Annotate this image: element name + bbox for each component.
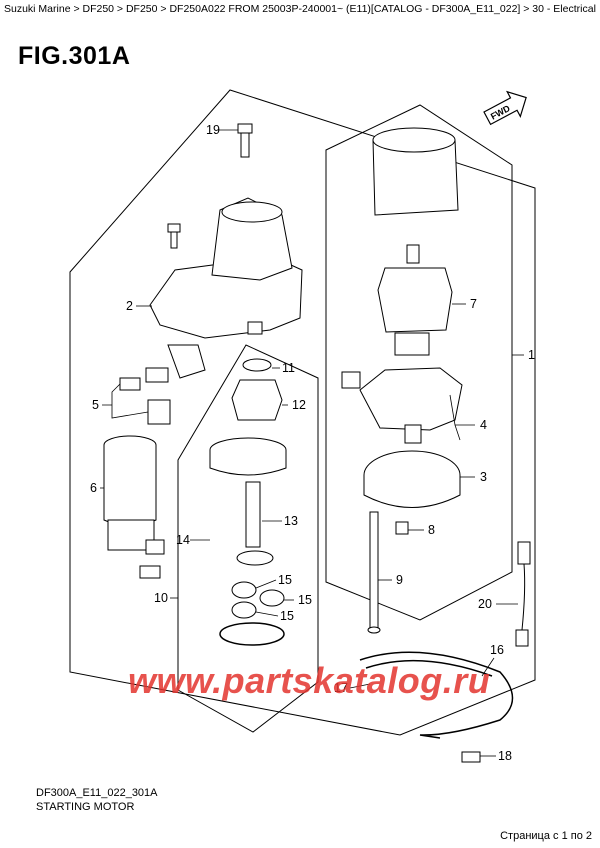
gears-15-drawing [231, 581, 285, 619]
bolt-18-drawing [461, 751, 481, 763]
callout-7: 7 [470, 297, 477, 311]
callout-15-mid: 15 [298, 593, 312, 607]
callout-9: 9 [396, 573, 403, 587]
bolt-19-drawing [237, 123, 253, 158]
lead-wire-20-drawing [515, 541, 531, 647]
end-cover-3-drawing [363, 450, 461, 508]
assembly-frame [69, 89, 536, 736]
callout-1: 1 [528, 348, 535, 362]
brush-holder-4-drawing [341, 367, 463, 444]
callout-14: 14 [176, 533, 190, 547]
callout-18: 18 [498, 749, 512, 763]
solenoid-6-drawing [103, 435, 165, 579]
callout-11: 11 [282, 361, 295, 375]
bolt-small-drawing [167, 223, 181, 249]
breadcrumb: Suzuki Marine > DF250 > DF250 > DF250A02… [4, 3, 596, 15]
callout-20: 20 [478, 597, 492, 611]
lever-5-drawing [119, 344, 206, 425]
leader-lines [100, 129, 524, 757]
watermark-text: www.partskatalog.ru [128, 660, 491, 701]
callout-17: 17 [334, 681, 348, 695]
figure-title: FIG.301A [18, 42, 131, 70]
callout-19: 19 [206, 123, 220, 137]
figure-caption: STARTING MOTOR [36, 801, 135, 813]
ring-10-drawing [219, 622, 285, 646]
armature-7-drawing [372, 127, 459, 356]
shaft-13-drawing [236, 481, 274, 566]
callout-15-top: 15 [278, 573, 292, 587]
screw-8-drawing [395, 521, 409, 535]
callout-2: 2 [126, 299, 133, 313]
callout-16: 16 [490, 643, 504, 657]
pinion-12-drawing [209, 358, 287, 476]
callout-5: 5 [92, 398, 99, 412]
page-indicator: Страница с 1 по 2 [500, 830, 592, 842]
callout-10: 10 [154, 591, 168, 605]
callout-3: 3 [480, 470, 487, 484]
figure-code: DF300A_E11_022_301A [36, 787, 158, 799]
housing-2-drawing [149, 197, 303, 339]
fwd-arrow-icon: FWD [483, 90, 527, 126]
callout-13: 13 [284, 514, 298, 528]
callout-4: 4 [480, 418, 487, 432]
band-clamp-17-drawing [359, 651, 514, 739]
callout-12: 12 [292, 398, 306, 412]
callout-8: 8 [428, 523, 435, 537]
callout-6: 6 [90, 481, 97, 495]
callout-15-low: 15 [280, 609, 294, 623]
through-bolt-9-drawing [367, 511, 381, 634]
motor-subframe [325, 104, 513, 621]
drive-subframe [177, 344, 319, 733]
